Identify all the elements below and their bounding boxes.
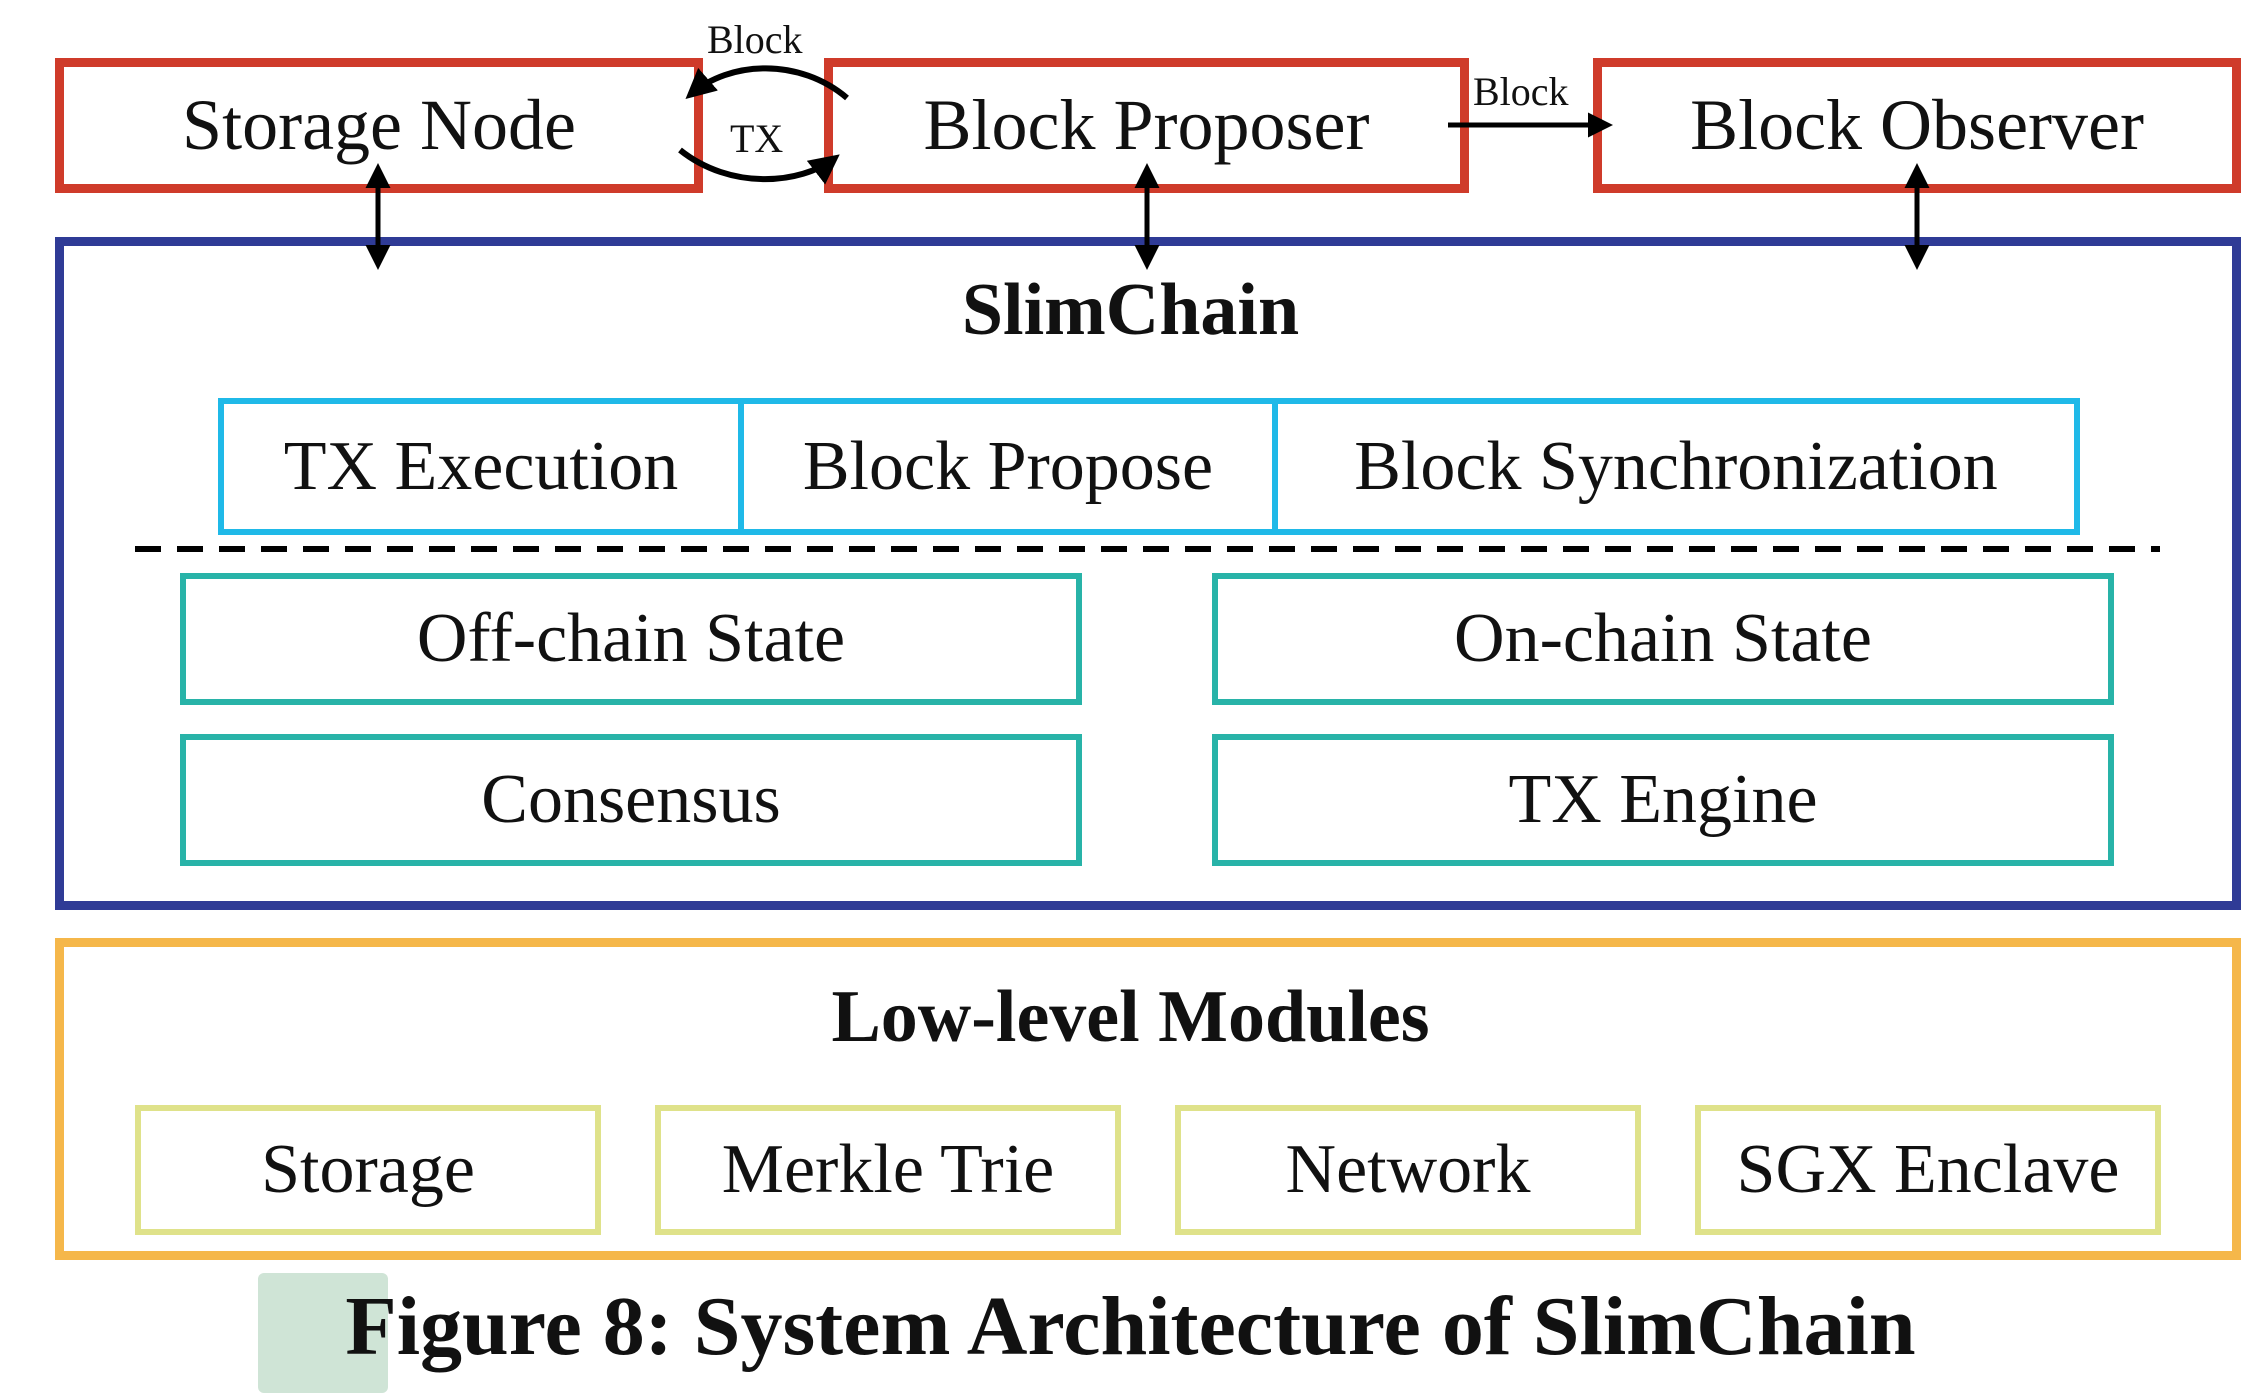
tx-engine-box: TX Engine <box>1212 734 2114 866</box>
consensus-label: Consensus <box>481 761 781 838</box>
slimchain-title: SlimChain <box>961 269 1300 351</box>
module-merkle-trie: Merkle Trie <box>655 1105 1121 1235</box>
module-sgx-enclave-label: SGX Enclave <box>1736 1131 2120 1208</box>
caption-highlight <box>258 1273 388 1393</box>
figure-caption: Figure 8: System Architecture of SlimCha… <box>345 1280 1916 1373</box>
block-curve-arrow <box>685 65 849 101</box>
tx-edge-label: TX <box>730 116 784 161</box>
module-storage: Storage <box>135 1105 601 1235</box>
block-observer-label: Block Observer <box>1690 85 2144 165</box>
low-level-title: Low-level Modules <box>831 976 1430 1058</box>
module-sgx-enclave: SGX Enclave <box>1695 1105 2161 1235</box>
service-block-propose: Block Propose <box>738 404 1272 529</box>
block-proposer-label: Block Proposer <box>923 85 1370 165</box>
block-edge-label: Block <box>707 17 803 62</box>
off-chain-state-box: Off-chain State <box>180 573 1082 705</box>
service-tx-execution: TX Execution <box>283 427 679 505</box>
module-network-label: Network <box>1285 1131 1531 1208</box>
off-chain-state-label: Off-chain State <box>416 600 846 677</box>
storage-node-label: Storage Node <box>182 85 576 165</box>
service-block-synchronization: Block Synchronization <box>1272 404 2074 529</box>
service-row: TX Execution Block Propose Block Synchro… <box>218 398 2080 535</box>
on-chain-state-label: On-chain State <box>1454 600 1872 677</box>
module-merkle-trie-label: Merkle Trie <box>721 1131 1055 1208</box>
proposer-observer-edge-label: Block <box>1473 69 1569 114</box>
module-storage-label: Storage <box>261 1131 475 1208</box>
low-level-frame <box>55 938 2241 1260</box>
module-network: Network <box>1175 1105 1641 1235</box>
tx-engine-label: TX Engine <box>1508 761 1818 838</box>
on-chain-state-box: On-chain State <box>1212 573 2114 705</box>
tx-curve-arrow <box>678 147 840 185</box>
consensus-box: Consensus <box>180 734 1082 866</box>
